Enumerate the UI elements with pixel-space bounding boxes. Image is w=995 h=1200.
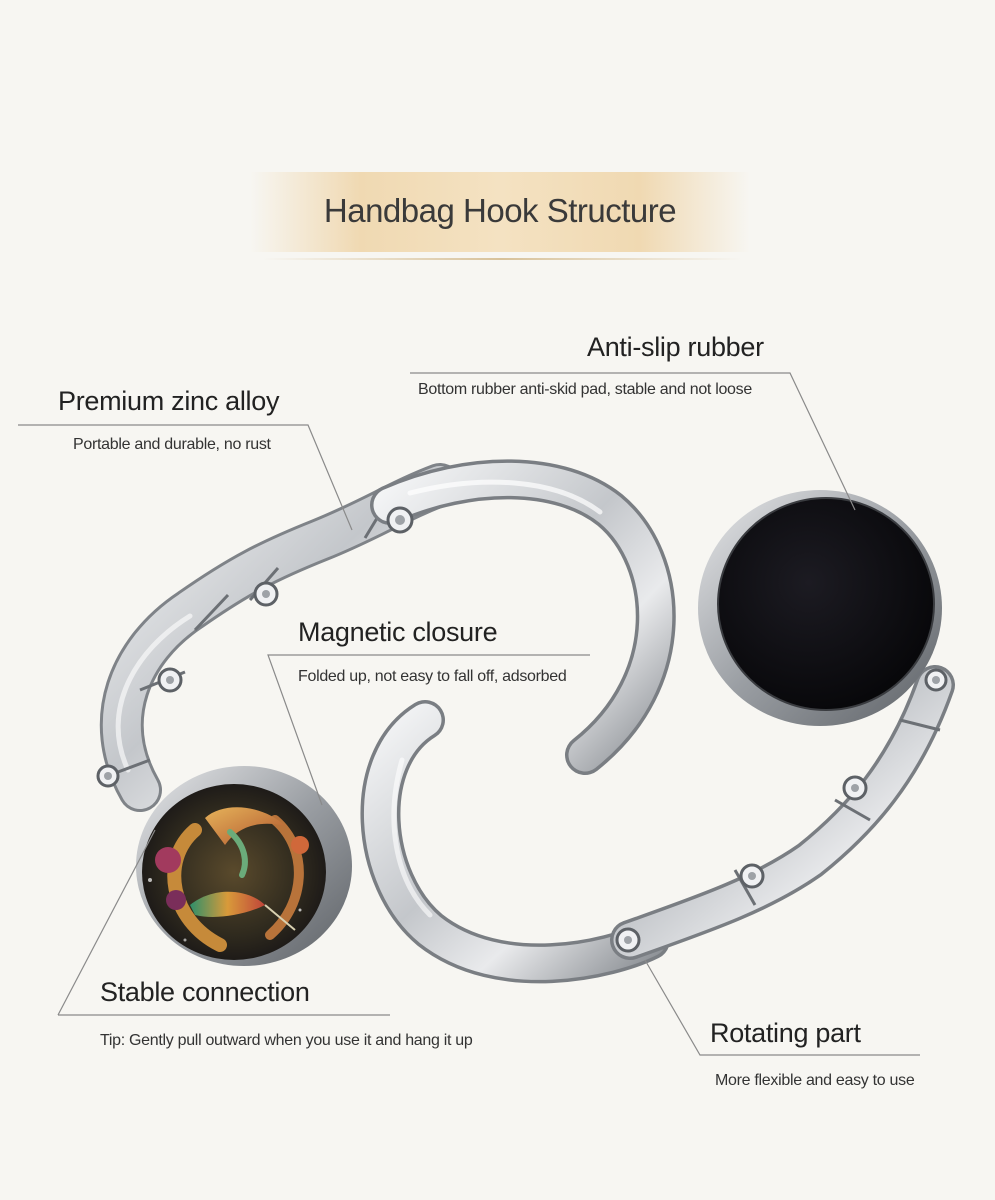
zinc-alloy-heading: Premium zinc alloy bbox=[58, 386, 280, 416]
rotating-part-desc: More flexible and easy to use bbox=[715, 1072, 915, 1089]
rivet bbox=[842, 775, 868, 801]
rivet bbox=[253, 581, 279, 607]
zinc-alloy-desc: Portable and durable, no rust bbox=[73, 436, 271, 453]
magnetic-closure-desc: Folded up, not easy to fall off, adsorbe… bbox=[298, 668, 567, 685]
rivet bbox=[739, 863, 765, 889]
rivet bbox=[96, 764, 120, 788]
stable-connection-desc: Tip: Gently pull outward when you use it… bbox=[100, 1032, 473, 1049]
leader-lines bbox=[18, 372, 920, 1056]
anti-slip-rubber-disc bbox=[698, 490, 942, 726]
magnetic-closure-heading: Magnetic closure bbox=[298, 617, 498, 647]
anti-slip-desc: Bottom rubber anti-skid pad, stable and … bbox=[418, 381, 752, 398]
rivet bbox=[924, 668, 948, 692]
right-chain-arm bbox=[610, 665, 955, 960]
leader-line-magnet bbox=[267, 654, 590, 806]
anti-slip-heading: Anti-slip rubber bbox=[587, 332, 764, 362]
rivets bbox=[96, 506, 948, 953]
rivet bbox=[157, 667, 183, 693]
decorative-disc bbox=[136, 766, 352, 966]
leader-line-stable-diagonal bbox=[57, 829, 156, 1016]
leader-line-rotating bbox=[644, 959, 920, 1056]
title-banner bbox=[250, 172, 750, 252]
rotating-part-heading: Rotating part bbox=[710, 1018, 861, 1048]
c-hook-top bbox=[370, 459, 676, 775]
page-title: Handbag Hook Structure bbox=[323, 192, 677, 229]
leader-line-zinc bbox=[18, 424, 353, 531]
stable-connection-heading: Stable connection bbox=[100, 977, 310, 1007]
rivet bbox=[386, 506, 414, 534]
leader-line-rubber bbox=[410, 372, 856, 511]
c-hook-bottom bbox=[360, 700, 670, 984]
rivet bbox=[615, 927, 641, 953]
title-underline bbox=[262, 258, 742, 260]
